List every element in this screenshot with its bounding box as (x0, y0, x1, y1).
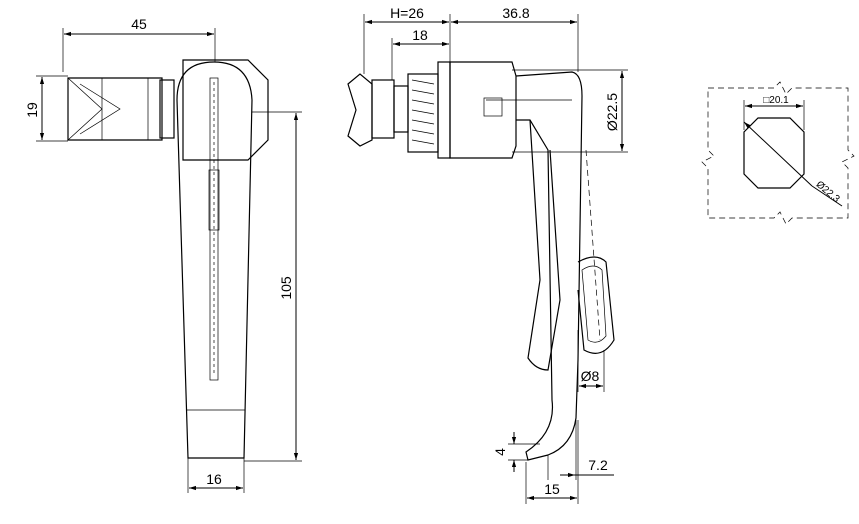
dim-square-20-1-label: □20.1 (763, 95, 789, 106)
dim-16-label: 16 (206, 471, 222, 487)
threaded-body (407, 61, 451, 159)
hole-loop (577, 256, 615, 354)
dim-h26-label: H=26 (390, 5, 424, 21)
dim-diam-22-5: Ø22.5 (512, 69, 628, 153)
dim-square-20-1: □20.1 (743, 95, 805, 130)
key-cylinder (67, 77, 175, 141)
dim-4-label: 4 (492, 448, 508, 456)
key-head (347, 73, 373, 147)
dim-diam-22-3-label: Ø22.3 (814, 179, 842, 205)
dim-h26: H=26 (363, 5, 451, 74)
dim-45-label: 45 (131, 16, 147, 32)
dim-36-8-label: 36.8 (502, 5, 529, 21)
dim-105-label: 105 (278, 276, 294, 300)
dim-19-label: 19 (24, 102, 40, 118)
dim-15-label: 15 (544, 481, 560, 497)
panel-outline (701, 81, 855, 225)
dim-45: 45 (62, 16, 216, 72)
dim-18-label: 18 (412, 27, 428, 43)
side-handle (483, 71, 601, 461)
dim-15: 15 (525, 420, 579, 504)
hex-nut (182, 59, 269, 161)
dim-7-2: 7.2 (547, 420, 614, 480)
dim-18: 18 (391, 27, 449, 80)
dim-105: 105 (244, 111, 302, 462)
cutout-shape (743, 117, 805, 189)
dim-diam-22-3: Ø22.3 (743, 121, 843, 207)
front-view: 45 19 105 16 (24, 16, 302, 493)
dim-diam-22-5-label: Ø22.5 (604, 93, 620, 131)
dim-diam-8: Ø8 (577, 330, 605, 392)
side-view: H=26 18 36.8 Ø22.5 Ø8 (347, 5, 628, 504)
dim-7-2-label: 7.2 (588, 457, 608, 473)
housing (449, 61, 517, 159)
dim-diam-8-label: Ø8 (581, 368, 600, 384)
dim-16: 16 (187, 458, 245, 493)
dim-36-8: 36.8 (451, 5, 579, 72)
dim-4: 4 (492, 432, 540, 472)
dim-19: 19 (24, 75, 68, 142)
cutout-view: □20.1 Ø22.3 (701, 81, 855, 225)
front-handle (176, 61, 253, 459)
